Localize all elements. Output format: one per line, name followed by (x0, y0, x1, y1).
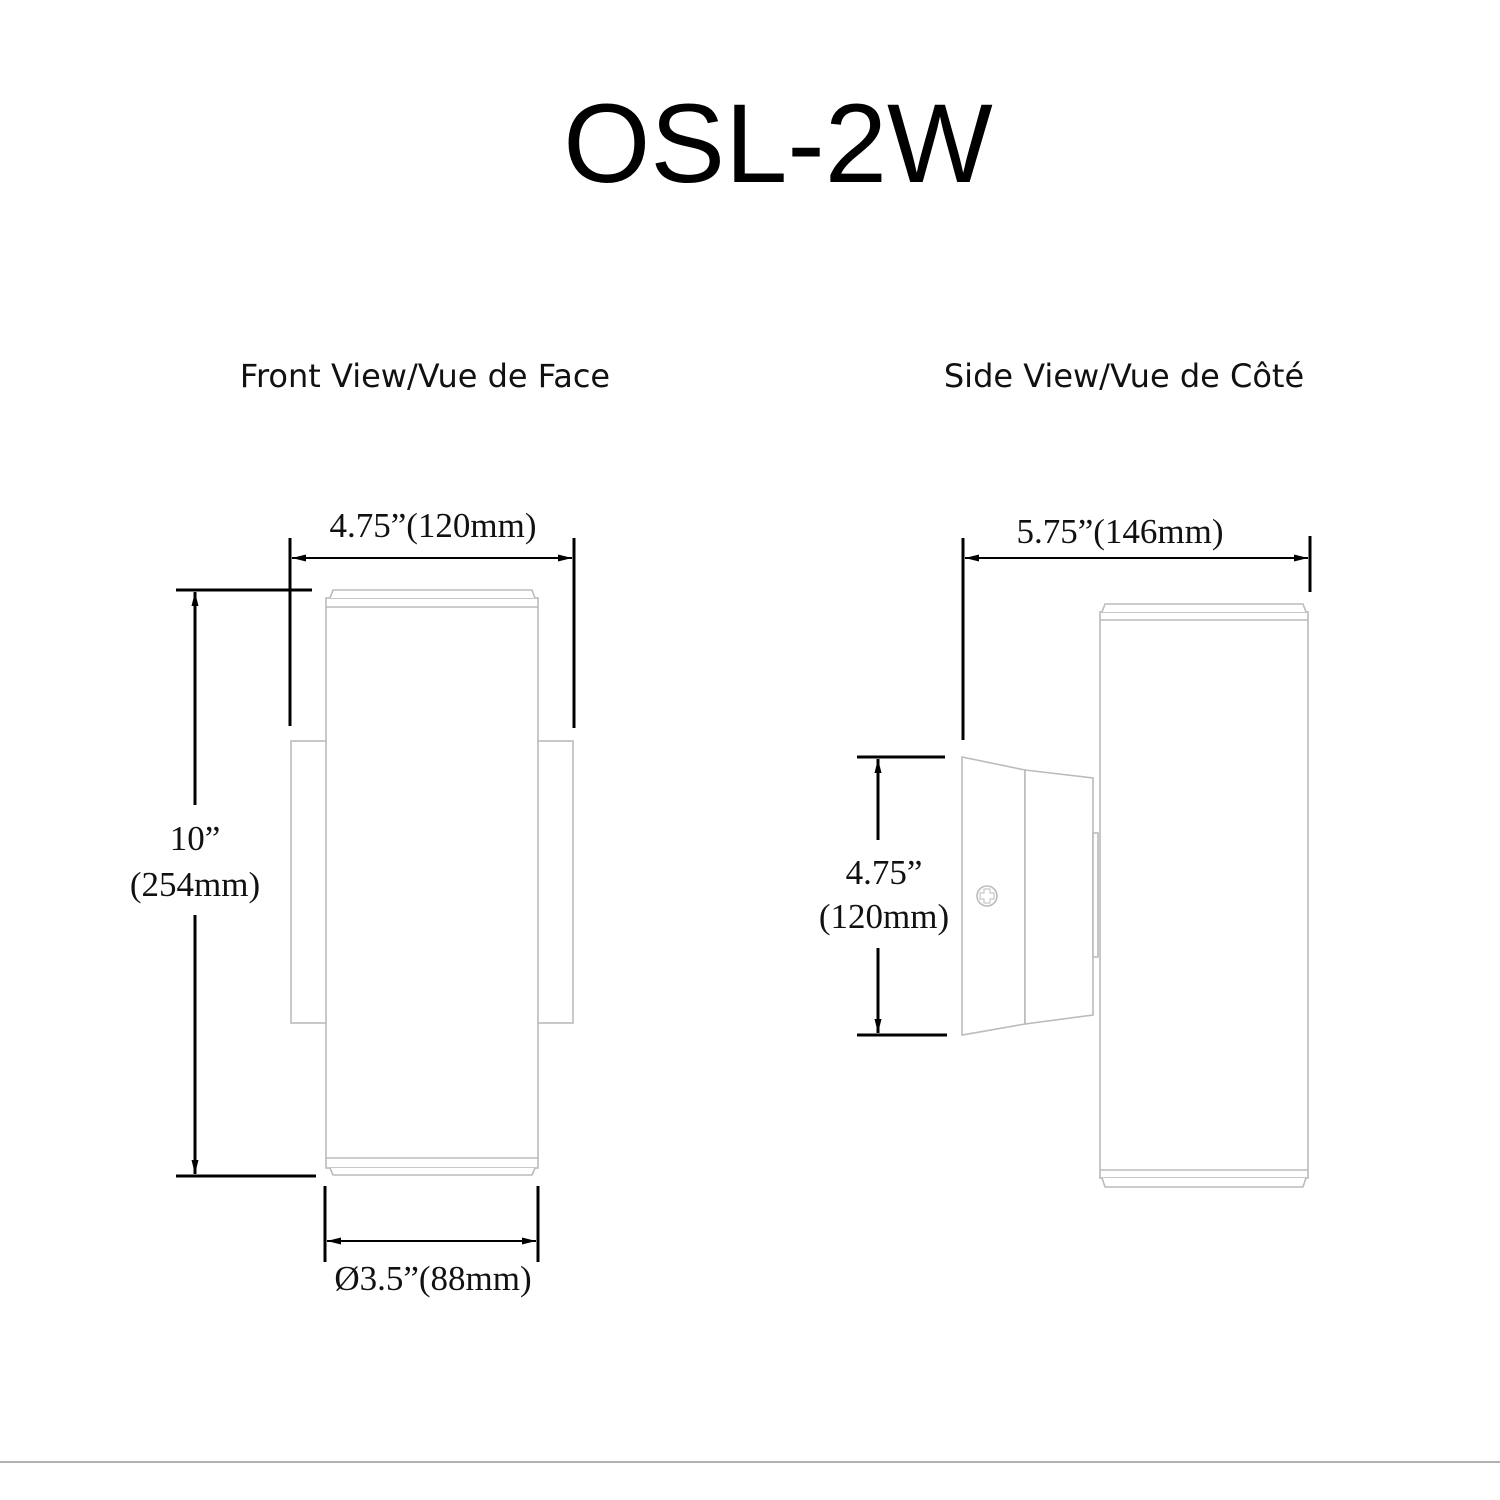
front-diameter-dimension (323, 1186, 540, 1262)
front-diameter-label: Ø3.5”(88mm) (334, 1259, 531, 1298)
side-depth-dimension (961, 536, 1312, 740)
product-title: OSL-2W (563, 81, 993, 206)
side-plate-height-dimension (857, 755, 947, 1037)
side-cylinder (1099, 611, 1309, 1179)
side-view-label: Side View/Vue de Côté (944, 357, 1304, 395)
front-height-mm-label: (254mm) (130, 865, 260, 904)
side-view-drawing (961, 603, 1309, 1188)
side-mount-arm (1024, 769, 1094, 1025)
front-width-label: 4.75”(120mm) (329, 506, 536, 545)
front-height-dimension (176, 588, 316, 1178)
screw-icon (976, 885, 998, 907)
front-view-drawing (290, 589, 574, 1176)
side-plate-in-label: 4.75” (846, 853, 923, 892)
front-height-in-label: 10” (170, 819, 221, 858)
side-depth-label: 5.75”(146mm) (1016, 512, 1223, 551)
front-view-label: Front View/Vue de Face (240, 357, 610, 395)
front-cylinder (325, 597, 539, 1169)
side-plate-mm-label: (120mm) (819, 897, 949, 936)
front-width-dimension (288, 538, 576, 728)
